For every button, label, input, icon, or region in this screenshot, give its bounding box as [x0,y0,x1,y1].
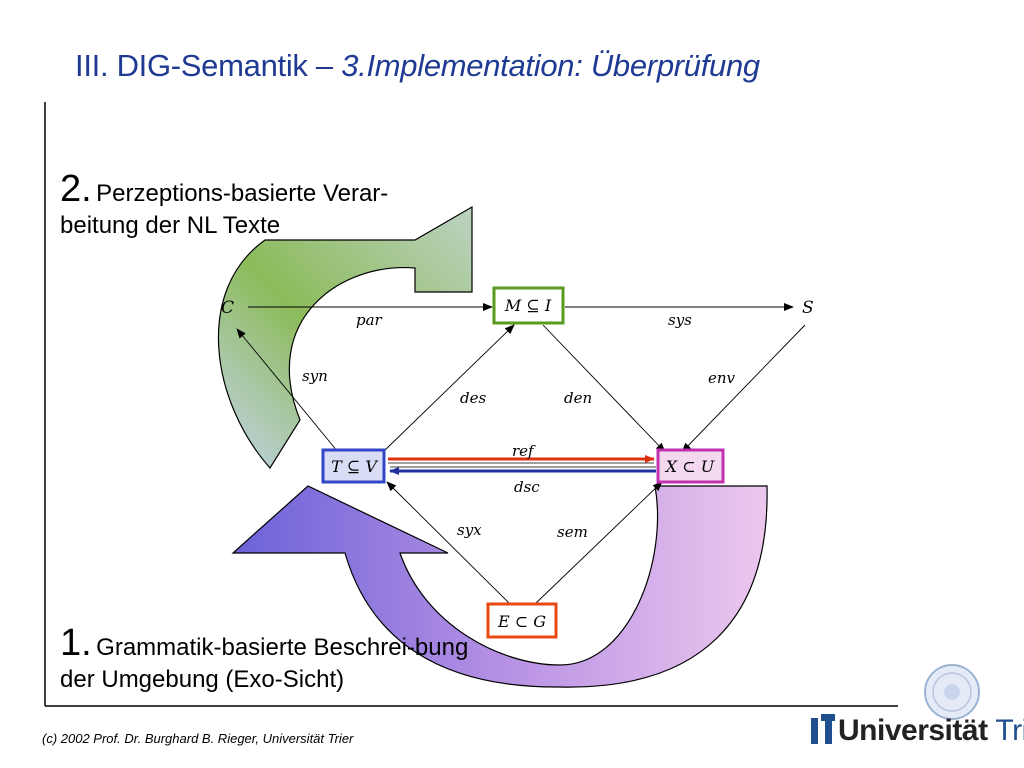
label-par: par [356,311,383,329]
point-1-number: 1. [60,622,92,664]
label-syn: syn [302,367,328,385]
edge-syn-line [236,328,339,453]
point-perception: 2. Perzeptions-basierte Verar-beitung de… [60,168,460,239]
point-2-number: 2. [60,168,92,210]
label-sem: sem [557,523,588,541]
grammar-curved-arrow [231,485,768,688]
copyright-footer: (c) 2002 Prof. Dr. Burghard B. Rieger, U… [42,731,354,746]
node-E-box: E ⊂ G [486,602,558,639]
edge-des-line [382,324,515,453]
title-main: III. DIG-Semantik – [75,48,342,83]
node-M-label: M ⊆ I [504,296,552,315]
title-sub: 3.Implementation: Überprüfung [341,48,760,83]
node-X-label: X ⊂ U [664,457,715,476]
label-ref: ref [512,442,536,460]
wordmark-bold: Universität [838,714,988,747]
edge-syx-line [386,481,511,605]
edge-env-line [681,324,806,453]
label-dsc: dsc [514,478,540,496]
university-wordmark: Universität Trier [838,714,1024,748]
label-env: env [708,369,736,387]
node-T-box: T ⊆ V [321,448,386,484]
label-syx: syx [457,521,482,539]
node-X-box: X ⊂ U [656,448,725,484]
label-den: den [564,389,592,407]
point-2-text: Perzeptions-basierte Verar-beitung der N… [60,180,389,239]
wordmark-light: Trier [995,714,1024,747]
slide-title: III. DIG-Semantik – 3.Implementation: Üb… [75,48,760,84]
node-M-box: M ⊆ I [492,286,565,325]
node-E-label: E ⊂ G [497,612,546,631]
node-T-label: T ⊆ V [331,457,378,476]
label-sys: sys [668,311,692,329]
point-grammar: 1. Grammatik-basierte Beschrei-bung der … [60,622,500,693]
university-logo [811,664,980,744]
node-S: S [802,298,814,318]
university-mark-icon [811,714,835,744]
label-des: des [460,389,486,407]
perception-curved-arrow [217,205,473,470]
point-1-text: Grammatik-basierte Beschrei-bung der Umg… [60,634,469,693]
edge-den-line [542,324,666,453]
edge-sem-line [534,481,663,605]
university-seal-icon [924,664,980,720]
node-C: C [221,298,234,318]
